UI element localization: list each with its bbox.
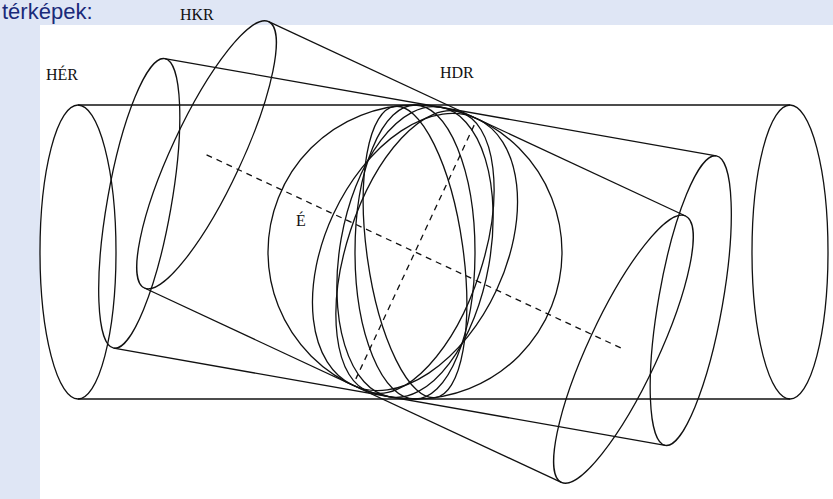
cylinder-label: HDR bbox=[440, 64, 474, 82]
cylinder-label: HÉR bbox=[46, 66, 78, 84]
normal-cylinder bbox=[40, 105, 828, 399]
point-label: É bbox=[296, 212, 306, 230]
slide-heading: térképek: bbox=[2, 0, 93, 24]
sphere bbox=[268, 105, 562, 399]
cylinder-label: HKR bbox=[180, 6, 214, 24]
oblique-cylinder bbox=[82, 53, 748, 451]
transverse-cylinder bbox=[113, 7, 718, 497]
